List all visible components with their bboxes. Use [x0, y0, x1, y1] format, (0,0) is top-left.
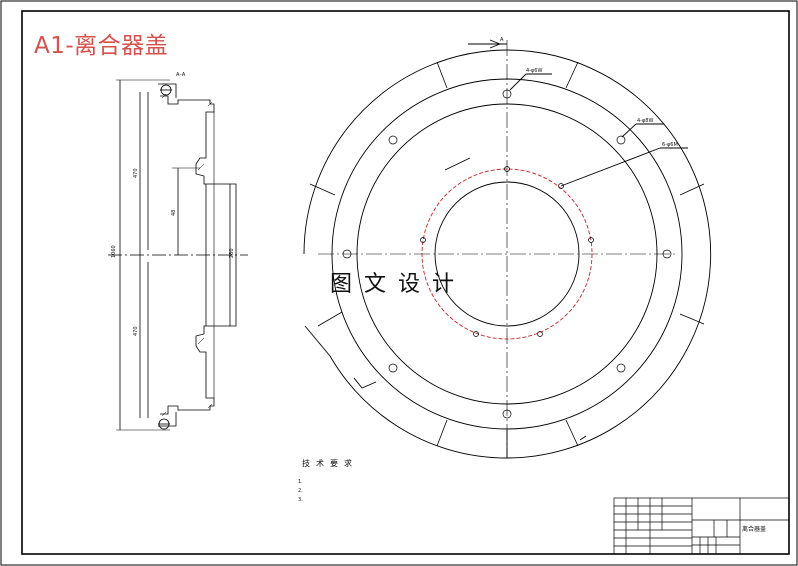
- section-label: A–A: [176, 72, 186, 78]
- tech-req-item: 3.: [298, 497, 303, 503]
- title-block-part-name: 离合器盖: [742, 526, 767, 533]
- front-view: [303, 39, 712, 459]
- svg-text:470: 470: [133, 168, 139, 178]
- tech-req-item: 1.: [298, 479, 303, 485]
- watermark-text: 图文设计: [330, 272, 467, 297]
- svg-text:470: 470: [133, 326, 139, 336]
- view-marker: A: [500, 37, 504, 43]
- section-view-a-a: 1060 470 470 48 280: [108, 79, 248, 431]
- title-block: [613, 497, 790, 555]
- technical-requirements-heading: 技术要求: [302, 459, 358, 468]
- drawing-title: A1-离合器盖: [34, 33, 169, 59]
- tech-req-item: 2.: [298, 488, 303, 494]
- drawing-border: [21, 10, 790, 555]
- technical-requirements-list: 1. 2. 3.: [298, 478, 303, 505]
- hole-callout-1: 4-φ6W: [526, 68, 542, 74]
- hole-callout-3: 6-φ6M: [662, 142, 678, 148]
- hole-callout-2: 4-φ8W: [637, 118, 653, 124]
- svg-text:280: 280: [229, 248, 235, 258]
- svg-text:48: 48: [171, 210, 177, 216]
- svg-text:1060: 1060: [111, 245, 117, 258]
